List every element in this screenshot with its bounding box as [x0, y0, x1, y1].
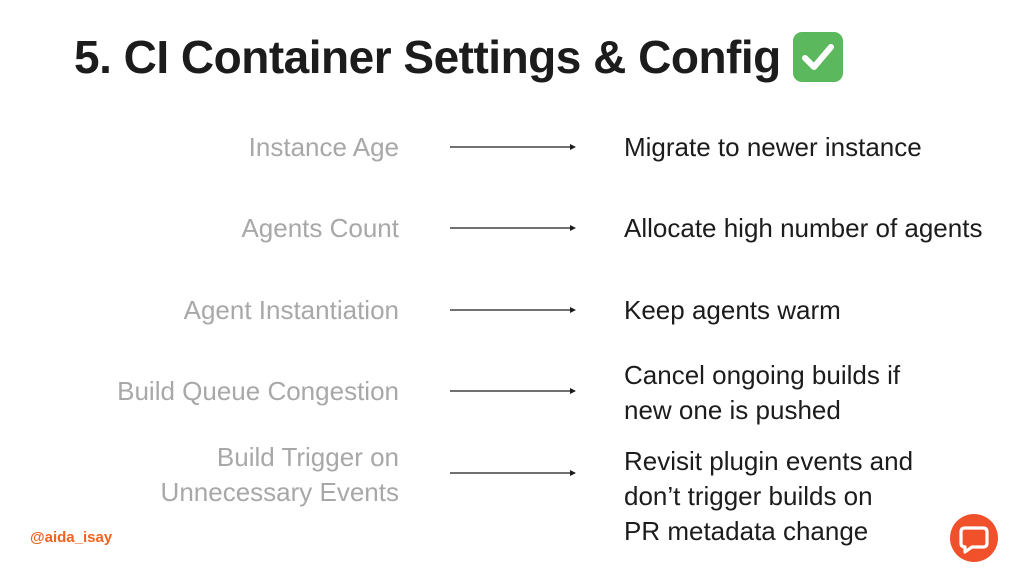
- cause-line: Instance Age: [248, 132, 399, 162]
- check-mark-button-icon: [792, 32, 843, 82]
- cause-line: Agents Count: [241, 213, 399, 243]
- arrow-right-icon: [450, 225, 576, 231]
- effect-revisit-plugin-events: Revisit plugin events and don’t trigger …: [624, 444, 1024, 549]
- effect-line: Keep agents warm: [624, 295, 841, 325]
- effect-allocate-agents: Allocate high number of agents: [624, 211, 1024, 246]
- cause-instance-age: Instance Age: [39, 130, 399, 165]
- effect-line: Cancel ongoing builds if: [624, 360, 901, 390]
- effect-line: don’t trigger builds on: [624, 481, 873, 511]
- cause-build-queue-congestion: Build Queue Congestion: [39, 374, 399, 409]
- cause-line: Agent Instantiation: [183, 295, 399, 325]
- speech-bubble-logo-icon: [950, 514, 998, 562]
- slide-title: 5. CI Container Settings & Config: [74, 30, 843, 84]
- effect-migrate-instance: Migrate to newer instance: [624, 130, 1024, 165]
- author-handle: @aida_isay: [30, 529, 113, 546]
- cause-line: Build Trigger on: [216, 442, 399, 472]
- cause-build-trigger: Build Trigger on Unnecessary Events: [39, 440, 399, 510]
- arrow-right-icon: [450, 470, 576, 476]
- effect-line: new one is pushed: [624, 395, 841, 425]
- effect-cancel-ongoing-builds: Cancel ongoing builds if new one is push…: [624, 358, 1024, 428]
- arrow-right-icon: [450, 388, 576, 394]
- effect-keep-agents-warm: Keep agents warm: [624, 293, 1024, 328]
- arrow-right-icon: [450, 307, 576, 313]
- cause-agents-count: Agents Count: [39, 211, 399, 246]
- effect-line: PR metadata change: [624, 516, 869, 546]
- cause-line: Unnecessary Events: [160, 477, 399, 507]
- effect-line: Migrate to newer instance: [624, 132, 922, 162]
- cause-agent-instantiation: Agent Instantiation: [39, 293, 399, 328]
- effect-line: Revisit plugin events and: [624, 446, 914, 476]
- cause-line: Build Queue Congestion: [117, 376, 399, 406]
- arrow-right-icon: [450, 144, 576, 150]
- slide-title-text: 5. CI Container Settings & Config: [74, 31, 781, 83]
- effect-line: Allocate high number of agents: [624, 213, 983, 243]
